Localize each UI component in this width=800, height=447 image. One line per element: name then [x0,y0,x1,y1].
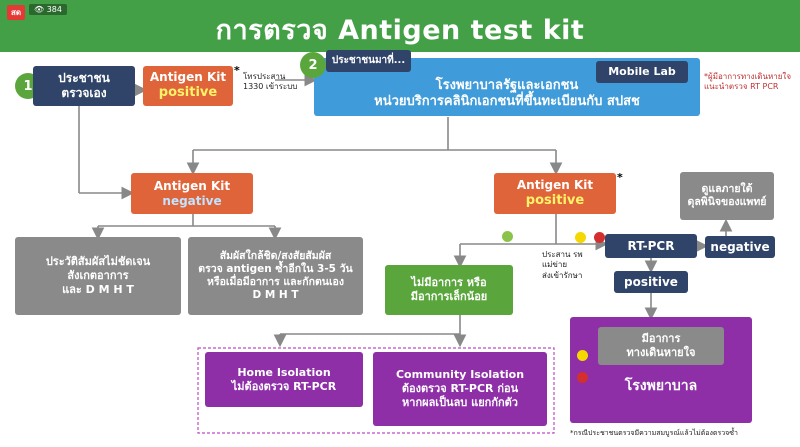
rt-pcr-box: RT-PCR [605,234,697,258]
red-dot-bottom [577,372,588,383]
kit-top-title: Antigen Kit [149,70,227,85]
home-isolation-box: Home Isolation ไม่ต้องตรวจ RT-PCR [205,352,363,407]
mild-symptom-box: ไม่มีอาการ หรือ มีอาการเล็กน้อย [385,265,513,315]
negative-result-box: negative [705,236,775,258]
doctor-care-box: ดูแลภายใต้ ดุลพินิจของแพทย์ [680,172,774,220]
title-bar: การตรวจ Antigen test kit สด 👁 384 [0,0,800,52]
antigen-kit-negative: Antigen Kit negative [131,173,253,214]
respiratory-symptom-box: มีอาการ ทางเดินหายใจ [598,327,724,365]
live-badge: สด [7,5,26,20]
coordinate-hospital-note: ประสาน รพ แม่ข่าย ส่งเข้ารักษา [542,250,583,280]
kit-top-asterisk: * [234,64,240,77]
positive-result-box: positive [614,271,688,293]
antigen-kit-positive: Antigen Kit positive [494,173,616,214]
yellow-dot-top [575,232,586,243]
kit-pos-asterisk: * [617,171,623,184]
yellow-dot-bottom [577,350,588,361]
kit-top-result: positive [158,85,218,101]
kit-neg-title: Antigen Kit [153,178,231,193]
call-1330-note: โทรประสาน 1330 เข้าระบบ [243,72,298,92]
footnote-bottom: *กรณีประชาชนตรวจมีความสมบูรณ์แล้วไม่ต้อง… [570,429,738,437]
page-title: การตรวจ Antigen test kit [215,15,585,46]
kit-pos-result: positive [525,192,585,208]
negative-left-box: ประวัติสัมผัสไม่ชัดเจน สังเกตอาการ และ D… [15,237,181,315]
red-dot-top [594,232,605,243]
view-count: 👁 384 [29,4,67,15]
mobile-lab-box: Mobile Lab [596,61,688,83]
footnote-top: *ผู้มีอาการทางเดินหายใจ แนะนำตรวจ RT PCR [704,72,792,92]
antigen-kit-top: Antigen Kit positive [143,66,233,106]
kit-neg-result: negative [162,193,222,208]
isolation-frame [197,347,555,434]
step-2-badge: 2 [300,52,326,78]
negative-right-box: สัมผัสใกล้ชิด/สงสัยสัมผัส ตรวจ antigen ซ… [188,237,363,315]
eye-icon: 👁 [34,5,47,14]
hospital-label: โรงพยาบาล [624,378,698,395]
kit-pos-title: Antigen Kit [516,177,594,192]
self-test-box: ประชาชน ตรวจเอง [33,66,135,106]
people-come-box: ประชาชนมาที่... [326,50,411,72]
view-count-value: 384 [46,5,62,14]
green-dot [502,231,513,242]
community-isolation-box: Community Isolation ต้องตรวจ RT-PCR ก่อน… [373,352,547,426]
